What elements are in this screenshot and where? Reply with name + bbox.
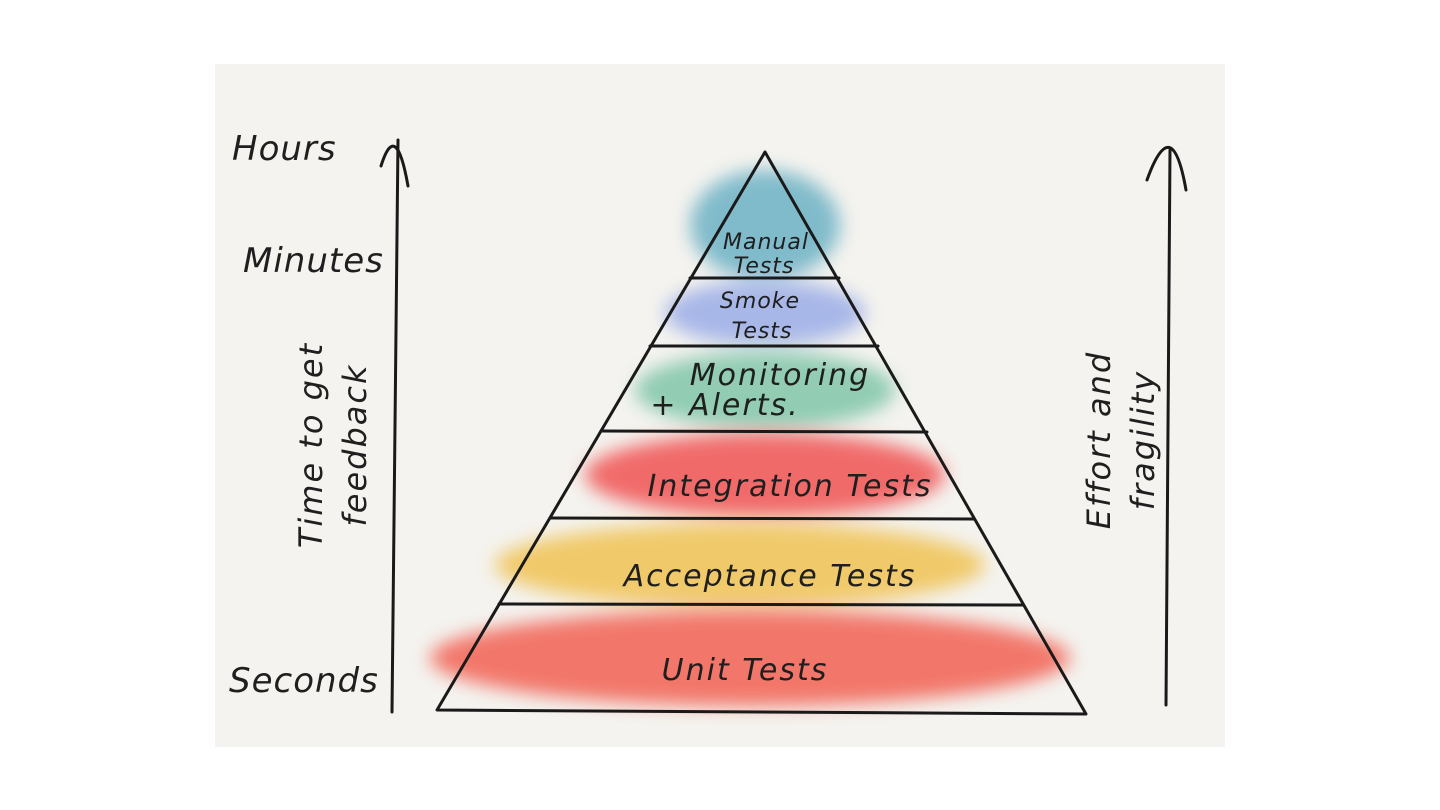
right-axis-title-line-1: Effort and [1080,351,1118,529]
tier-color-washes [430,170,1070,706]
left-axis-line [390,138,400,714]
tier-unit-label: Unit Tests [662,653,829,688]
wash-monitoring [635,352,895,428]
wash-smoke-tests [665,281,865,345]
right-axis-title-line-2: fragility [1124,370,1162,511]
scale-label-seconds: Seconds [229,661,379,701]
tier-smoke-line-1: Smoke [720,289,800,314]
wash-unit-tests [430,610,1070,706]
scale-label-minutes: Minutes [243,241,384,281]
right-axis [1145,145,1188,707]
pyramid-outline [435,150,1088,716]
tier-divider-4 [548,516,976,521]
wash-acceptance-tests [495,523,985,607]
tier-manual-line-1: Manual [723,230,809,255]
tier-manual-line-2: Tests [734,254,795,279]
left-axis-arrowhead [379,144,410,188]
tier-acceptance-label: Acceptance Tests [622,559,917,594]
tier-monitoring-line-1: Monitoring [690,358,870,393]
left-axis-title-line-2: feedback [336,364,374,527]
tier-monitoring-line-2: + Alerts. [650,388,799,423]
right-axis-title: Effort and fragility [1080,351,1162,529]
tier-labels: Manual Tests Smoke Tests Monitoring + Al… [622,230,933,688]
left-axis-title-line-1: Time to get [292,342,330,548]
left-axis-title: Time to get feedback [292,342,374,548]
wash-integration-tests [585,433,945,517]
tier-integration-label: Integration Tests [648,469,933,504]
tier-smoke-line-2: Tests [732,319,793,344]
wash-manual-tests [690,170,840,280]
tier-divider-5 [497,602,1025,607]
right-axis-line [1164,148,1172,707]
tier-divider-3 [599,429,929,434]
scale-label-hours: Hours [232,129,337,169]
right-axis-arrowhead [1145,145,1188,192]
left-axis [379,138,410,714]
